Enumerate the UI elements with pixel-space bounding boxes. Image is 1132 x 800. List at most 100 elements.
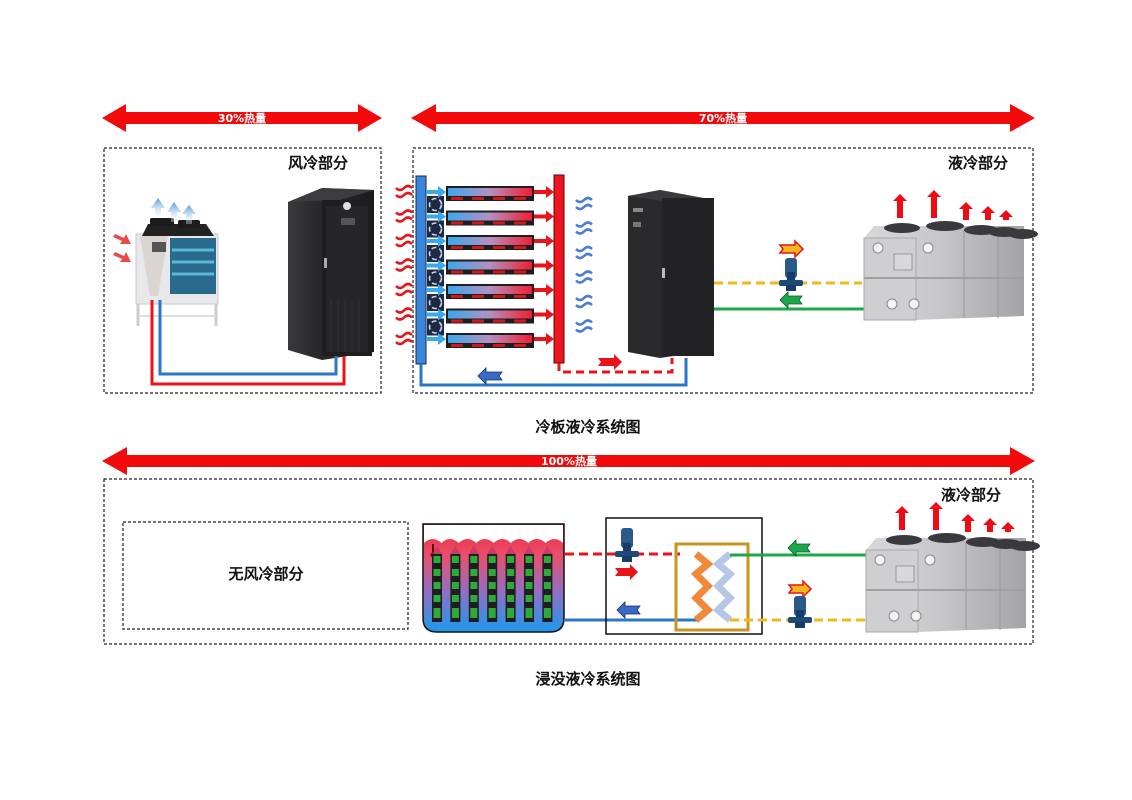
heat-exhaust-arrow bbox=[983, 518, 997, 532]
hx-hot-plate bbox=[690, 551, 714, 623]
air-cooling-section bbox=[103, 147, 382, 394]
chip bbox=[493, 295, 505, 298]
server-component bbox=[507, 595, 515, 602]
hot-air-wave bbox=[395, 233, 413, 241]
cold-plate-flow bbox=[448, 335, 532, 343]
hot-air-wave bbox=[395, 258, 413, 265]
hot-air-wave bbox=[395, 282, 413, 290]
server-component bbox=[470, 556, 478, 563]
cdu-cabinet bbox=[628, 190, 714, 358]
coolant-surface bbox=[424, 525, 563, 543]
hot-air-wave bbox=[395, 331, 413, 339]
server-component bbox=[433, 556, 441, 563]
server-component bbox=[488, 595, 496, 602]
exhaust-air-arrows bbox=[151, 198, 196, 224]
closed-cooling-tower bbox=[863, 190, 1038, 321]
immersion-pump-icon bbox=[788, 596, 812, 628]
precision-air-conditioner-cabinet bbox=[288, 188, 374, 360]
cold-plate-row bbox=[426, 259, 554, 275]
server-component bbox=[451, 595, 459, 602]
server-component bbox=[543, 556, 551, 563]
cold-inflow-arrow bbox=[426, 235, 446, 247]
server-component bbox=[451, 569, 459, 576]
server-fans bbox=[427, 196, 444, 336]
hot-outflow-arrow bbox=[534, 333, 554, 345]
tower-fan bbox=[886, 535, 922, 545]
immersion-supply-flow-arrow bbox=[787, 579, 813, 599]
cold-plate-row bbox=[426, 284, 554, 299]
air-cooled-condenser bbox=[135, 218, 219, 326]
return-flow-arrow bbox=[779, 291, 803, 309]
server-component bbox=[543, 608, 551, 618]
server-component bbox=[470, 582, 478, 589]
heat-arrow-30: 30%热量 bbox=[102, 104, 382, 132]
hot-air-wave bbox=[395, 240, 413, 248]
chip bbox=[514, 270, 526, 274]
cold-plate-row bbox=[426, 235, 554, 250]
convection-arrow bbox=[542, 546, 553, 554]
chip bbox=[493, 270, 505, 274]
server-component bbox=[451, 582, 459, 589]
chip bbox=[472, 221, 484, 225]
server-component bbox=[507, 556, 515, 563]
server-component bbox=[507, 608, 515, 618]
chip bbox=[472, 270, 484, 274]
cold-plate-row bbox=[426, 210, 554, 226]
hot-air-wave bbox=[395, 314, 413, 321]
server-component bbox=[433, 595, 441, 602]
immersion-liquid-cooling-title: 液冷部分 bbox=[941, 486, 1001, 504]
fan-icon bbox=[427, 318, 444, 336]
cool-air-wave bbox=[575, 301, 593, 309]
hot-return-manifold bbox=[553, 174, 565, 364]
supply-flow-arrow bbox=[778, 239, 805, 259]
convection-arrow bbox=[468, 546, 479, 554]
server-component bbox=[488, 556, 496, 563]
server-component bbox=[543, 595, 551, 602]
cool-air-wave bbox=[575, 228, 593, 235]
immersion-section bbox=[103, 478, 1034, 645]
server-component bbox=[525, 582, 533, 589]
chip bbox=[451, 295, 463, 298]
pipe-port bbox=[908, 298, 920, 310]
server-component bbox=[507, 582, 515, 589]
cool-air-wave bbox=[575, 203, 593, 211]
cold-inflow-arrow bbox=[426, 333, 446, 345]
cdu-frame bbox=[605, 517, 763, 635]
pipe-port bbox=[886, 298, 898, 310]
chip bbox=[493, 197, 505, 200]
heat-exhaust-arrow bbox=[961, 514, 975, 532]
tank-cold-flow-arrow bbox=[616, 601, 641, 619]
hot-air-wave bbox=[395, 184, 413, 192]
heat-exchanger-frame bbox=[674, 542, 750, 632]
chip bbox=[451, 270, 463, 274]
fan-icon bbox=[427, 196, 444, 213]
chip bbox=[472, 319, 484, 323]
convection-arrow bbox=[505, 546, 516, 554]
cold-plate-diagram-caption: 冷板液冷系统图 bbox=[535, 418, 640, 436]
cold-inflow-arrow bbox=[426, 210, 446, 223]
heat-arrow-70: 70%热量 bbox=[411, 104, 1035, 132]
cool-air-wave bbox=[575, 294, 593, 302]
fan-icon bbox=[427, 294, 444, 311]
hot-air-wave bbox=[395, 338, 413, 346]
cool-air-wave bbox=[575, 277, 593, 284]
convection-arrow bbox=[432, 546, 442, 554]
no-air-cooling-title: 无风冷部分 bbox=[227, 565, 303, 583]
cool-air-wave bbox=[575, 270, 593, 277]
server-component bbox=[543, 569, 551, 576]
chip bbox=[472, 197, 484, 200]
server-component bbox=[488, 582, 496, 589]
chip bbox=[514, 246, 526, 249]
fan-icon bbox=[427, 245, 444, 262]
chip bbox=[493, 246, 505, 249]
air-cooling-cold-pipe bbox=[158, 300, 338, 376]
tower-fan bbox=[1010, 541, 1040, 551]
cool-air-wave bbox=[575, 319, 593, 326]
cold-plate-row bbox=[426, 308, 554, 324]
server-component bbox=[470, 569, 478, 576]
tank-hot-flow-arrow bbox=[615, 564, 638, 580]
cold-flow-arrow bbox=[477, 367, 503, 385]
cold-inflow-arrow bbox=[426, 308, 446, 321]
server-component bbox=[470, 595, 478, 602]
cool-air-wave bbox=[575, 326, 593, 333]
